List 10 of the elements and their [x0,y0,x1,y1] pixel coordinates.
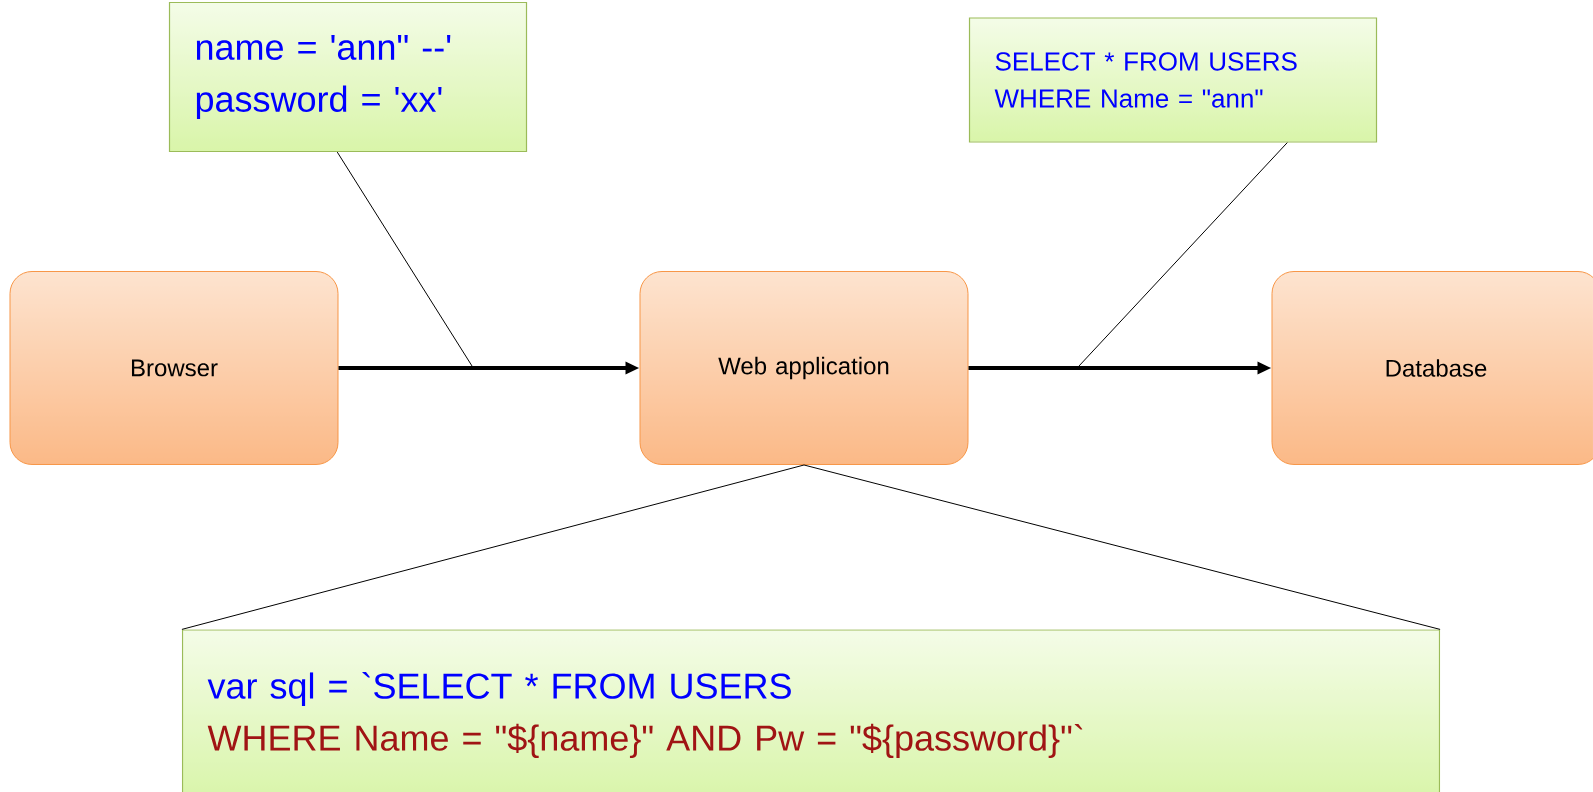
leader-line [1078,142,1288,367]
process-box: Web application [639,271,969,465]
connector-line [803,464,1441,630]
leader-line [336,151,473,367]
callout-box: name = 'ann" --' password = 'xx' [168,1,528,153]
process-box: Browser [9,271,339,465]
process-box: Database [1271,271,1593,465]
connector-line [181,464,805,630]
code-box: var sql = `SELECT * FROM USERS WHERE Name = "${name}" AND Pw = "${password}"` [181,629,1441,792]
callout-box: SELECT * FROM USERS WHERE Name = "ann" [968,17,1378,143]
